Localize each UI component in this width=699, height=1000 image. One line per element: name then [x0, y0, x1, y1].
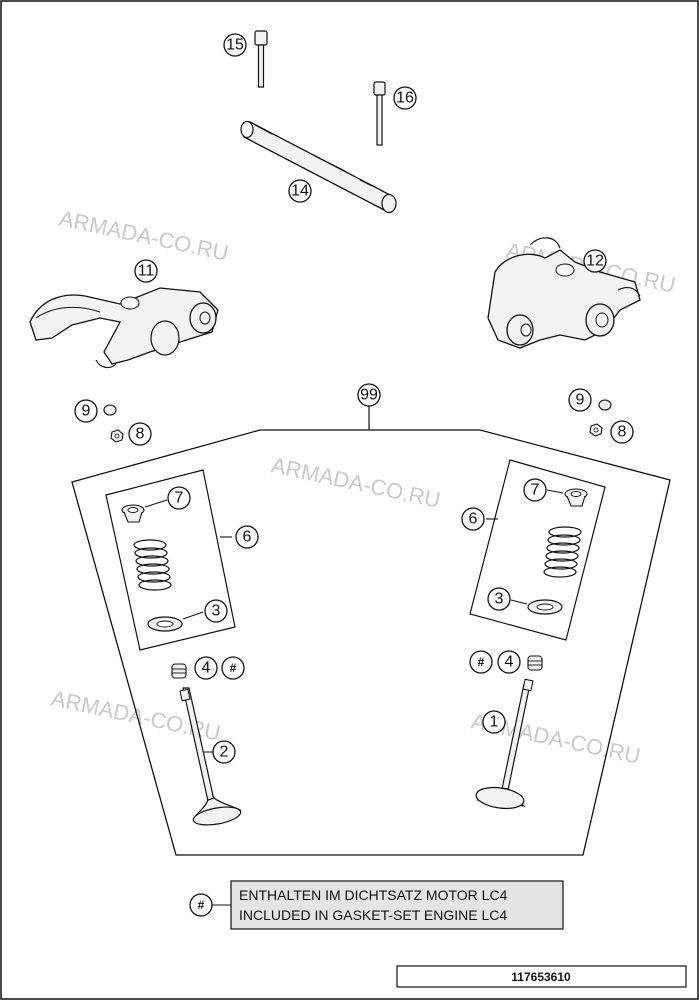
watermark-1: ARMADA-CO.RU [57, 205, 231, 265]
callout-3-left [204, 599, 228, 623]
callout-15 [223, 33, 247, 57]
legend-line-1: ENTHALTEN IM DICHTSATZ MOTOR LC4 [239, 887, 508, 903]
spring-retainer-7-left [121, 504, 145, 523]
callout-4-left [194, 656, 218, 680]
callout-16 [393, 86, 417, 110]
callout-9-right-label: 9 [576, 392, 585, 409]
part-number: 117653610 [511, 970, 571, 984]
legend-box [230, 880, 564, 930]
callout-7-right [523, 478, 547, 502]
callout-hash-right [469, 650, 493, 674]
nut-8-left [110, 429, 124, 443]
callout-2-label: 2 [220, 744, 229, 761]
leader-7-right [546, 489, 564, 494]
callout-6-left-label: 6 [243, 529, 252, 546]
callout-3-left-label: 3 [212, 603, 221, 620]
callout-12-label: 12 [586, 253, 604, 270]
callout-99-label: 99 [360, 387, 378, 404]
valve-set-99-outline [71, 429, 671, 856]
leader-3-left [182, 611, 204, 620]
spring-kit-6-left-box [105, 469, 236, 651]
callout-9-right [568, 388, 592, 412]
exhaust-valve-1 [475, 678, 534, 810]
valve-stem-seal-4-right [527, 655, 543, 671]
callout-hash-right-label: # [478, 655, 485, 669]
callout-7-right-label: 7 [531, 482, 540, 499]
callout-7-left-label: 7 [175, 490, 184, 507]
leader-3-right [510, 599, 528, 605]
callout-9-left-label: 9 [82, 403, 91, 420]
callout-3-right [487, 587, 511, 611]
legend-line-2: INCLUDED IN GASKET-SET ENGINE LC4 [239, 907, 507, 923]
callout-11 [134, 259, 158, 283]
spring-retainer-7-right [564, 488, 588, 507]
callout-14-label: 14 [291, 183, 309, 200]
callout-1-label: 1 [490, 714, 499, 731]
rocker-shaft-14 [240, 120, 397, 214]
rocker-arm-12 [487, 237, 641, 349]
rocker-arm-11 [29, 287, 219, 369]
leader-7-left [144, 499, 168, 508]
watermark-3: ARMADA-CO.RU [269, 452, 443, 512]
callout-99 [357, 383, 381, 407]
callout-4-right [497, 650, 521, 674]
callout-9-left [74, 399, 98, 423]
intake-valve-2 [179, 687, 242, 826]
callout-6-right-label: 6 [469, 511, 478, 528]
callout-15-label: 15 [226, 37, 244, 54]
callout-4-right-label: 4 [505, 654, 514, 671]
bolt-16 [373, 81, 386, 146]
spring-seat-3-right [527, 599, 563, 615]
adjusting-screw-9-left [103, 404, 117, 416]
callout-6-right [461, 507, 485, 531]
callout-2 [212, 740, 236, 764]
callout-11-label: 11 [138, 263, 155, 280]
nut-8-right [589, 423, 603, 437]
valve-spring-right [543, 526, 582, 578]
part-number-box [396, 965, 687, 988]
callout-3-right-label: 3 [495, 591, 504, 608]
callout-1 [482, 710, 506, 734]
callout-8-left-label: 8 [136, 426, 145, 443]
callout-4-left-label: 4 [202, 660, 211, 677]
bolt-15 [254, 30, 268, 88]
callout-hash-left [221, 656, 245, 680]
callout-12 [583, 249, 607, 273]
callout-14 [288, 179, 312, 203]
adjusting-screw-9-right [598, 399, 612, 411]
spring-kit-6-right-box [469, 459, 606, 641]
callout-hash-left-label: # [230, 661, 237, 675]
callout-7-left [167, 486, 191, 510]
callout-8-right [610, 420, 634, 444]
legend-hash-label: # [198, 898, 205, 912]
callout-8-left [128, 422, 152, 446]
valve-spring-left [133, 539, 172, 591]
callout-16-label: 16 [396, 90, 414, 107]
valve-stem-seal-4-left [171, 663, 187, 679]
callout-6-left [235, 525, 259, 549]
callout-8-right-label: 8 [618, 424, 627, 441]
spring-seat-3-left [147, 616, 183, 632]
